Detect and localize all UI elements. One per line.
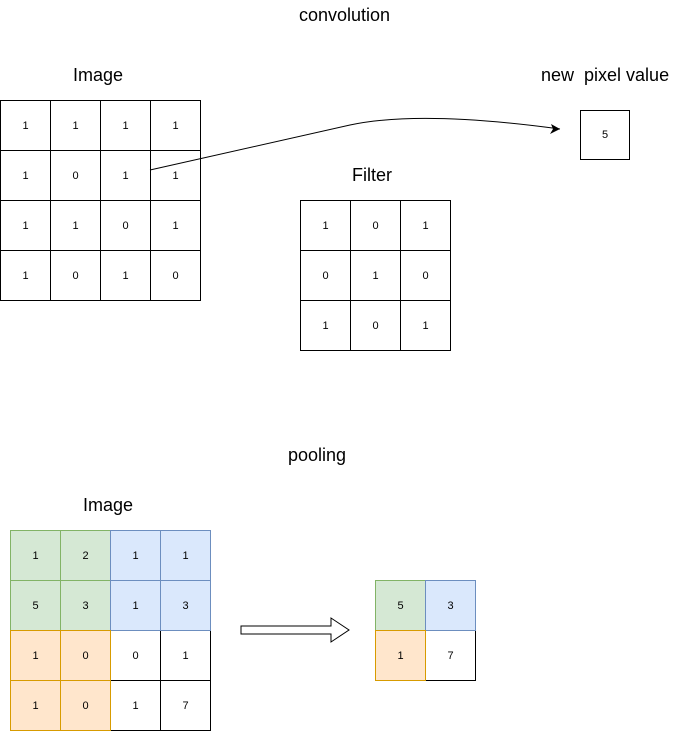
pool-output-cell: 7	[425, 630, 476, 681]
filter-cell: 1	[300, 300, 351, 351]
pool-cell-border	[60, 580, 111, 631]
conv-image-cell: 0	[150, 250, 201, 301]
pool-cell-border	[160, 630, 211, 681]
conv-image-label: Image	[73, 65, 124, 85]
filter-cell: 0	[350, 300, 401, 351]
pool-cell-border	[110, 530, 161, 581]
pool-image-cell: 1	[160, 630, 211, 681]
conv-image-cell: 0	[50, 150, 101, 201]
pool-image-cell: 1	[110, 680, 161, 731]
pool-output-cell: 5	[375, 580, 426, 631]
pool-image-cell: 3	[60, 580, 111, 631]
pool-image-label: Image	[83, 495, 134, 515]
conv-image-cell: 0	[100, 200, 151, 251]
table-row: 1 1 0 1	[0, 200, 201, 251]
pool-image-cell: 5	[10, 580, 61, 631]
filter-cell: 0	[350, 200, 401, 251]
pool-cell-border	[160, 680, 211, 731]
pool-image-cell: 0	[60, 630, 111, 681]
new-pixel-value-box: 5	[580, 110, 630, 160]
pool-image-cell: 1	[10, 530, 61, 581]
pool-cell-border	[160, 530, 211, 581]
filter-cell: 1	[400, 300, 451, 351]
table-row: 1 1 1 1	[0, 100, 201, 151]
pool-image-cell: 1	[160, 530, 211, 581]
conv-image-cell: 1	[50, 200, 101, 251]
filter-cell: 1	[300, 200, 351, 251]
pool-image-cell: 1	[10, 630, 61, 681]
pool-output-cell: 3	[425, 580, 476, 631]
pool-cell-border	[10, 580, 61, 631]
pool-cell-border	[110, 680, 161, 731]
table-row: 1 0 0 1	[10, 630, 211, 681]
new-pixel-value: 5	[601, 129, 609, 141]
pool-cell-border	[110, 580, 161, 631]
pool-image-cell: 1	[10, 680, 61, 731]
filter-label: Filter	[352, 165, 392, 185]
pool-image-cell: 1	[110, 530, 161, 581]
pool-image-grid: 1 2 1 1 5 3 1 3 1 0 0 1 1 0 1 7	[10, 530, 211, 731]
filter-grid: 1 0 1 0 1 0 1 0 1	[300, 200, 451, 351]
table-row: 5 3	[375, 580, 476, 631]
table-row: 1 0 1 0	[0, 250, 201, 301]
conv-image-grid: 1 1 1 1 1 0 1 1 1 1 0 1 1 0 1 0	[0, 100, 201, 301]
pooling-block-arrow	[240, 617, 350, 643]
pool-image-cell: 7	[160, 680, 211, 731]
convolution-arrow	[149, 117, 561, 171]
pool-cell-border	[425, 580, 476, 631]
pool-cell-border	[10, 630, 61, 681]
conv-image-cell: 1	[150, 150, 201, 201]
conv-image-cell: 1	[0, 150, 51, 201]
pool-cell-border	[375, 630, 426, 681]
pool-cell-border	[110, 630, 161, 681]
pool-cell-border	[10, 680, 61, 731]
arrow-head-icon	[550, 124, 560, 134]
pool-cell-border	[375, 580, 426, 631]
conv-image-cell: 1	[50, 100, 101, 151]
filter-cell: 0	[300, 250, 351, 301]
conv-image-cell: 1	[0, 250, 51, 301]
pool-output-cell: 1	[375, 630, 426, 681]
pool-cell-border	[160, 580, 211, 631]
table-row: 0 1 0	[300, 250, 451, 301]
conv-image-cell: 1	[100, 250, 151, 301]
table-row: 1 0 1	[300, 300, 451, 351]
pool-output-grid: 5 3 1 7	[375, 580, 476, 681]
pool-image-cell: 1	[110, 580, 161, 631]
pool-cell-border	[60, 680, 111, 731]
pool-image-cell: 0	[110, 630, 161, 681]
pool-image-cell: 2	[60, 530, 111, 581]
conv-image-cell: 1	[0, 100, 51, 151]
table-row: 5 3 1 3	[10, 580, 211, 631]
output-label: new pixel value	[541, 65, 670, 85]
pool-cell-border	[425, 630, 476, 681]
pool-image-cell: 3	[160, 580, 211, 631]
pool-cell-border	[60, 630, 111, 681]
pool-image-cell: 0	[60, 680, 111, 731]
pool-region-borders	[10, 530, 476, 731]
table-row: 1 2 1 1	[10, 530, 211, 581]
conv-image-cell: 1	[150, 200, 201, 251]
pool-cell-border	[10, 530, 61, 581]
table-row: 1 7	[375, 630, 476, 681]
convolution-title: convolution	[299, 5, 391, 25]
table-row: 1 0 1 7	[10, 680, 211, 731]
pool-cell-border	[60, 530, 111, 581]
pooling-title: pooling	[288, 445, 347, 465]
